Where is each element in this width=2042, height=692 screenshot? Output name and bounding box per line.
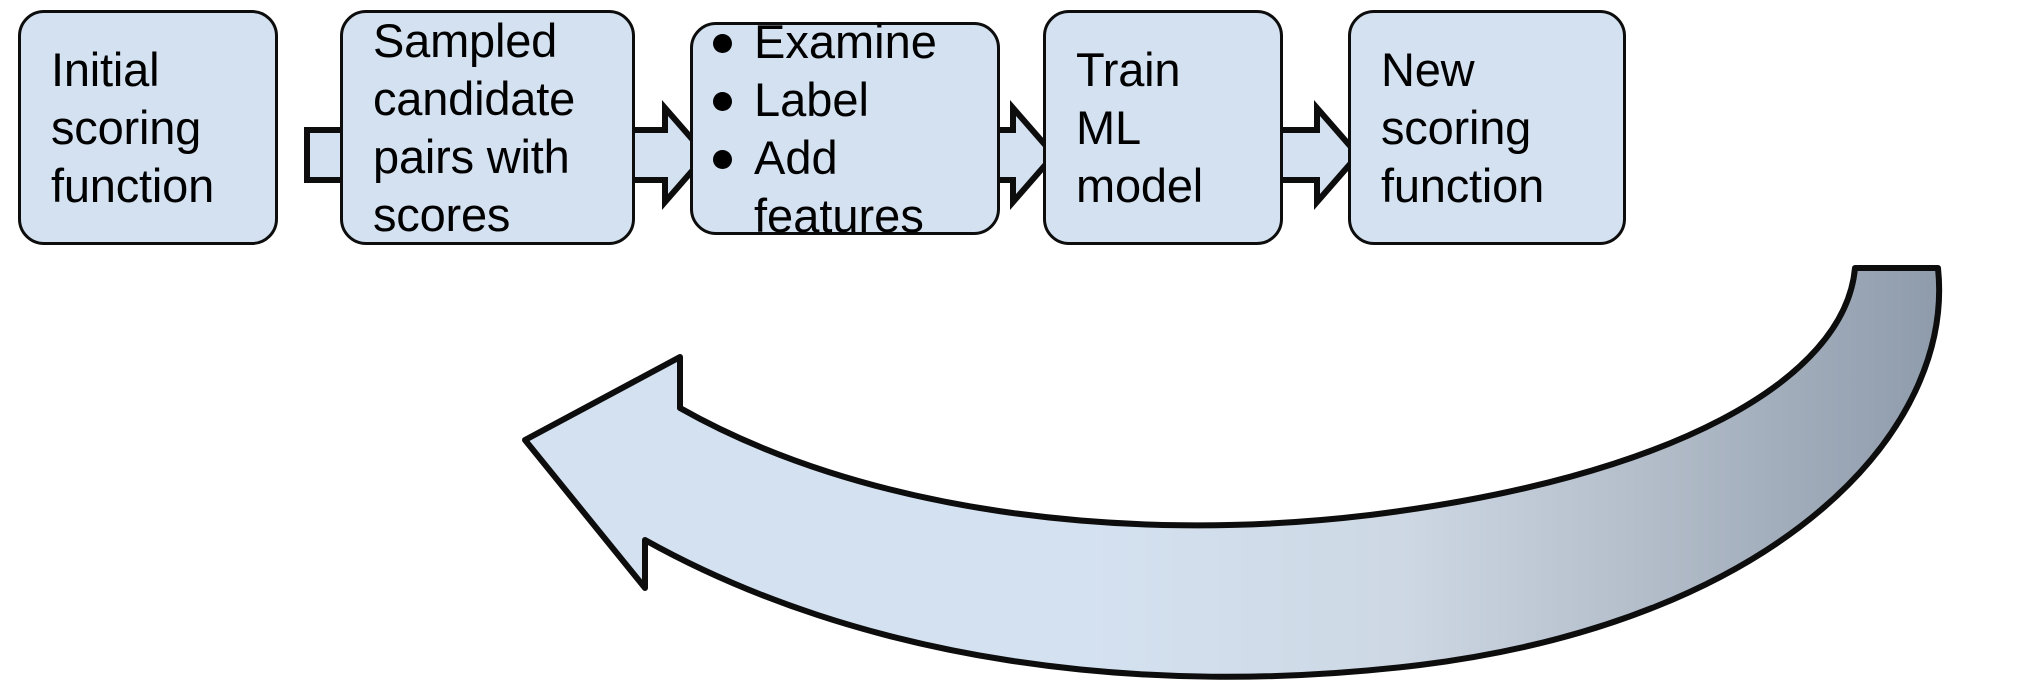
bullet-label: Add features — [754, 130, 924, 242]
node-train-ml-model[interactable]: Train ML model — [1043, 10, 1283, 245]
node-line: Train — [1076, 42, 1181, 96]
list-item: Label — [713, 71, 937, 129]
node-line: candidate — [373, 71, 576, 125]
bullet-list: Examine Label Add features — [713, 13, 937, 245]
node-line: Sampled — [373, 13, 558, 67]
node-line: scoring — [51, 100, 202, 154]
feedback-arrow — [522, 265, 1943, 680]
node-examine-label-add-features[interactable]: Examine Label Add features — [690, 15, 1000, 242]
bullet-dot-icon — [713, 91, 732, 111]
node-line: function — [51, 158, 215, 212]
node-line: scores — [373, 187, 511, 241]
node-sampled-candidate-pairs[interactable]: Sampled candidate pairs with scores — [340, 10, 635, 245]
node-line: model — [1076, 158, 1204, 212]
node-initial-scoring-function[interactable]: Initial scoring function — [18, 10, 278, 245]
list-item: Add features — [713, 129, 937, 245]
bullet-label: Examine — [754, 14, 937, 68]
node-line: New — [1381, 42, 1475, 96]
node-line: ML — [1076, 100, 1141, 154]
node-line: pairs with — [373, 129, 570, 183]
node-line: Initial — [51, 42, 160, 96]
bullet-dot-icon — [713, 33, 732, 53]
node-new-scoring-function[interactable]: New scoring function — [1348, 10, 1626, 245]
list-item: Examine — [713, 13, 937, 71]
node-line: scoring — [1381, 100, 1532, 154]
bullet-dot-icon — [713, 149, 732, 169]
node-line: function — [1381, 158, 1545, 212]
bullet-label: Label — [754, 72, 869, 126]
